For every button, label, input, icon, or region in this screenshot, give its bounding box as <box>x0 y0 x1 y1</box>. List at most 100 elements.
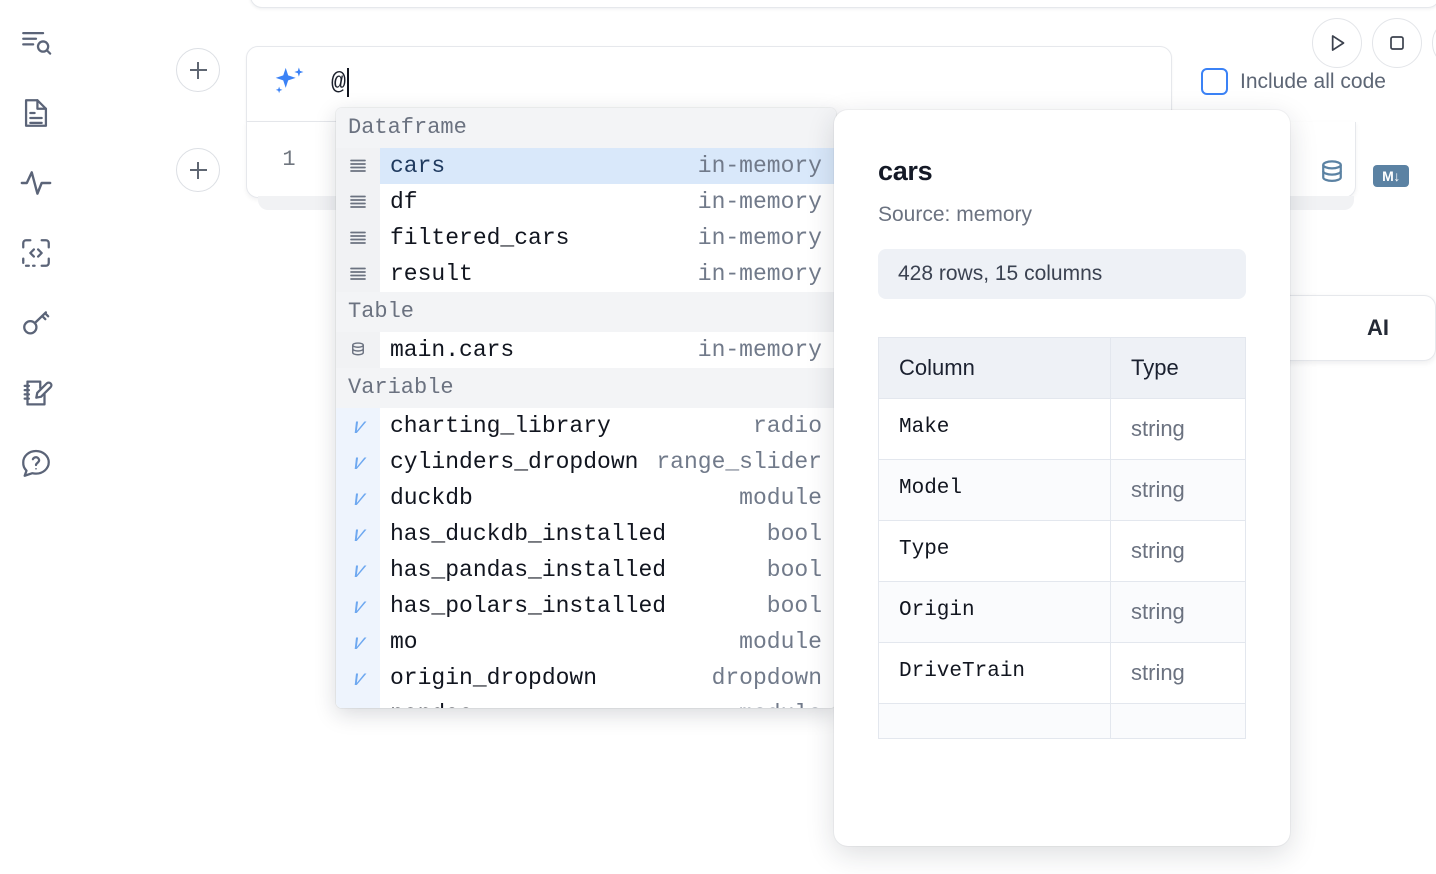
autocomplete-item[interactable]: 𝑣 duckdb module <box>336 480 836 516</box>
dataframe-rows-icon <box>336 148 380 184</box>
more-actions-button[interactable] <box>1432 18 1436 68</box>
variable-icon: 𝑣 <box>336 408 380 444</box>
run-button[interactable] <box>1312 18 1362 68</box>
sidebar-item-outline-search[interactable] <box>11 18 61 68</box>
autocomplete-item-meta: in-memory <box>697 225 822 251</box>
cell-column-type <box>1111 704 1151 738</box>
variable-icon: 𝑣 <box>336 696 380 708</box>
markdown-icon[interactable]: M↓ <box>1373 164 1409 187</box>
table-row: Model string <box>879 460 1245 521</box>
include-all-code-checkbox[interactable] <box>1201 68 1228 95</box>
autocomplete-item[interactable]: result in-memory <box>336 256 836 292</box>
sidebar-item-scratchpad[interactable] <box>11 368 61 418</box>
autocomplete-item-meta: bool <box>766 521 822 547</box>
cell-column-name <box>879 704 1111 738</box>
autocomplete-item-name: duckdb <box>390 485 473 511</box>
cell-column-type: string <box>1131 660 1185 685</box>
sparkles-icon <box>247 47 331 121</box>
dataframe-preview-panel: cars Source: memory 428 rows, 15 columns… <box>834 110 1290 846</box>
autocomplete-group-label: Table <box>336 292 836 332</box>
autocomplete-item-name: main.cars <box>390 337 515 363</box>
sidebar-rail <box>0 0 72 874</box>
cell-column-type: string <box>1131 477 1185 502</box>
cell-action-icons: M↓ <box>1317 158 1409 193</box>
activity-icon <box>19 166 53 200</box>
autocomplete-item[interactable]: filtered_cars in-memory <box>336 220 836 256</box>
key-icon <box>19 306 53 340</box>
preview-stats: 428 rows, 15 columns <box>878 249 1246 299</box>
sidebar-item-help[interactable] <box>11 438 61 488</box>
add-cell-button-top[interactable] <box>176 48 220 92</box>
autocomplete-dropdown[interactable]: Dataframe cars in-memory df in-memory <box>336 108 836 708</box>
file-text-icon <box>19 96 53 130</box>
autocomplete-item-meta: range_slider <box>656 449 822 475</box>
autocomplete-item-meta: in-memory <box>697 189 822 215</box>
dataframe-rows-icon <box>336 256 380 292</box>
sidebar-item-snippets[interactable] <box>11 228 61 278</box>
stop-button[interactable] <box>1372 18 1422 68</box>
autocomplete-item-name: filtered_cars <box>390 225 570 251</box>
variable-icon: 𝑣 <box>336 624 380 660</box>
autocomplete-item[interactable]: 𝑣 has_polars_installed bool <box>336 588 836 624</box>
autocomplete-item[interactable]: 𝑣 cylinders_dropdown range_slider <box>336 444 836 480</box>
autocomplete-item-meta: module <box>739 485 822 511</box>
help-chat-icon <box>19 446 53 480</box>
autocomplete-item[interactable]: cars in-memory <box>336 148 836 184</box>
autocomplete-group-label: Dataframe <box>336 108 836 148</box>
preview-schema-table: Column Type Make string Model string Typ… <box>878 337 1246 739</box>
run-controls <box>1312 18 1436 68</box>
autocomplete-item-name: df <box>390 189 418 215</box>
sidebar-item-files[interactable] <box>11 88 61 138</box>
variable-icon: 𝑣 <box>336 480 380 516</box>
autocomplete-item-name: pandas <box>380 696 739 708</box>
search-outline-icon <box>19 26 53 60</box>
include-all-code-label: Include all code <box>1240 69 1386 93</box>
add-cell-button-bottom[interactable] <box>176 148 220 192</box>
autocomplete-item-meta: in-memory <box>697 261 822 287</box>
preview-title: cars <box>878 156 933 186</box>
cell-column-type: string <box>1131 538 1185 563</box>
database-icon <box>336 332 380 368</box>
autocomplete-item-meta: radio <box>752 413 822 439</box>
cell-column-name: Type <box>879 521 1111 581</box>
autocomplete-item[interactable]: df in-memory <box>336 184 836 220</box>
autocomplete-item[interactable]: 𝑣 origin_dropdown dropdown <box>336 660 836 696</box>
dataframe-rows-icon <box>336 220 380 256</box>
autocomplete-item-meta: module <box>739 696 836 708</box>
cell-above-partial <box>250 0 1436 8</box>
autocomplete-group-label: Variable <box>336 368 836 408</box>
cell-column-type: string <box>1131 599 1185 624</box>
autocomplete-item-name: has_polars_installed <box>390 593 667 619</box>
autocomplete-item-name: cars <box>380 148 698 184</box>
table-row: DriveTrain string <box>879 643 1245 704</box>
cell-column-name: Make <box>879 399 1111 459</box>
variable-icon: 𝑣 <box>336 588 380 624</box>
column-header-column: Column <box>879 338 1111 398</box>
cell-column-name: DriveTrain <box>879 643 1111 703</box>
include-all-code-row[interactable]: Include all code <box>1201 68 1386 95</box>
autocomplete-item[interactable]: 𝑣 has_pandas_installed bool <box>336 552 836 588</box>
autocomplete-item[interactable]: 𝑣 pandas module <box>336 696 836 708</box>
autocomplete-item-name: charting_library <box>390 413 611 439</box>
text-cursor <box>346 67 349 97</box>
autocomplete-item-meta: in-memory <box>697 148 836 184</box>
autocomplete-item-name: origin_dropdown <box>390 665 598 691</box>
autocomplete-item-meta: module <box>739 629 822 655</box>
autocomplete-item[interactable]: 𝑣 charting_library radio <box>336 408 836 444</box>
autocomplete-item-meta: dropdown <box>711 665 822 691</box>
autocomplete-item[interactable]: main.cars in-memory <box>336 332 836 368</box>
table-header-row: Column Type <box>879 338 1245 399</box>
table-row <box>879 704 1245 739</box>
autocomplete-item-meta: in-memory <box>697 337 822 363</box>
autocomplete-item[interactable]: 𝑣 mo module <box>336 624 836 660</box>
autocomplete-item[interactable]: 𝑣 has_duckdb_installed bool <box>336 516 836 552</box>
database-icon[interactable] <box>1317 158 1347 193</box>
autocomplete-item-name: cylinders_dropdown <box>390 449 639 475</box>
table-row: Type string <box>879 521 1245 582</box>
line-number: 1 <box>282 147 296 172</box>
variable-icon: 𝑣 <box>336 552 380 588</box>
sidebar-item-variables[interactable] <box>11 158 61 208</box>
table-row: Origin string <box>879 582 1245 643</box>
ai-prompt-input[interactable]: @ <box>331 47 1171 121</box>
sidebar-item-secrets[interactable] <box>11 298 61 348</box>
